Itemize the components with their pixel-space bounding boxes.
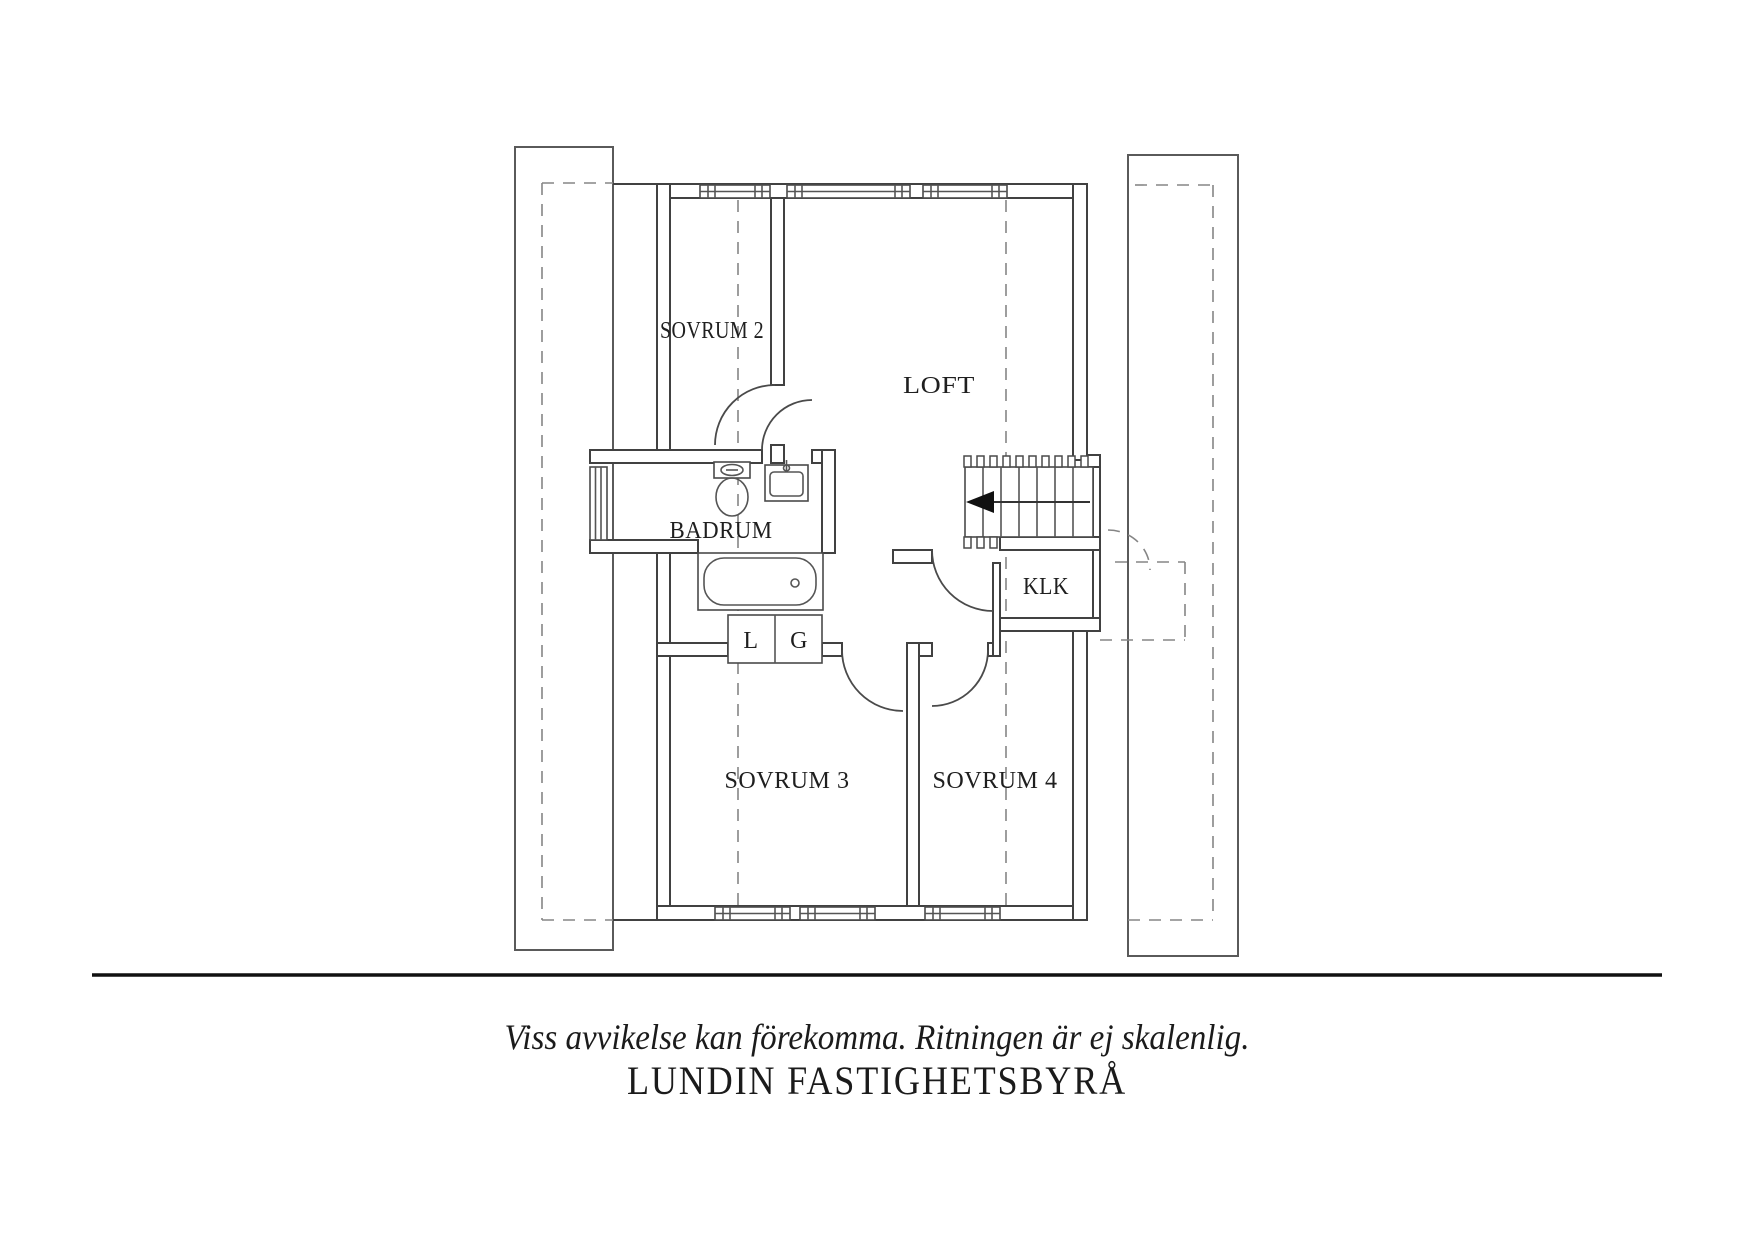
walls xyxy=(589,183,1101,921)
footer-disclaimer: Viss avvikelse kan förekomma. Ritningen … xyxy=(505,1017,1250,1057)
room-label-sovrum2: SOVRUM 2 xyxy=(660,318,764,344)
badrum-north-wall xyxy=(589,449,763,464)
west-wall-lower xyxy=(656,552,671,907)
window xyxy=(799,906,876,921)
footer-brand: LUNDIN FASTIGHETSBYRÅ xyxy=(627,1058,1127,1103)
sovrum2-east-wall xyxy=(770,197,785,386)
window xyxy=(922,184,1008,199)
stair-railing-posts xyxy=(963,455,1089,549)
room-label-badrum: BADRUM xyxy=(670,518,773,544)
bathtub xyxy=(697,552,824,611)
west-wall-upper xyxy=(656,183,671,451)
sovrum3-door-arc xyxy=(841,649,904,712)
right-roof-section xyxy=(1127,154,1239,957)
sovrum3-sovrum4-divider-wall xyxy=(906,642,920,907)
dashed-roof-lines xyxy=(541,182,1214,921)
east-wall-upper xyxy=(1072,183,1088,461)
staircase xyxy=(963,455,1094,549)
badrum-east-wall xyxy=(821,449,836,554)
windows xyxy=(589,184,1008,921)
east-wall-lower xyxy=(1072,624,1088,921)
badrum-window xyxy=(589,466,608,541)
window xyxy=(786,184,911,199)
doors xyxy=(714,384,994,712)
room-labels: SOVRUM 2 LOFT BADRUM KLK SOVRUM 3 SOVRUM… xyxy=(660,318,1069,794)
footer: Viss avvikelse kan förekomma. Ritningen … xyxy=(92,973,1662,1103)
toilet xyxy=(713,461,751,517)
klk-north-wall xyxy=(999,536,1101,551)
klk-south-wall xyxy=(999,617,1101,632)
closet-l-label: L xyxy=(743,628,758,654)
badrum-south-wall xyxy=(589,539,699,554)
sovrum4-door-arc xyxy=(931,649,989,707)
sovrum2-door-arc xyxy=(714,384,776,446)
klk-door-arc xyxy=(931,549,994,612)
dashed-door-arc xyxy=(1107,529,1151,571)
badrum-door-arc xyxy=(761,399,813,451)
room-label-sovrum4: SOVRUM 4 xyxy=(933,768,1058,794)
klk-west-wall xyxy=(992,562,1001,657)
closets: L G xyxy=(727,614,823,664)
room-label-klk: KLK xyxy=(1023,574,1069,600)
bathroom-fixtures xyxy=(697,460,824,611)
window xyxy=(699,184,771,199)
sink xyxy=(764,460,809,502)
window xyxy=(714,906,791,921)
closet-g-label: G xyxy=(790,628,808,654)
room-label-sovrum3: SOVRUM 3 xyxy=(725,768,850,794)
window xyxy=(924,906,1001,921)
stair-direction-arrow xyxy=(966,491,1090,513)
room-label-loft: LOFT xyxy=(903,373,975,399)
